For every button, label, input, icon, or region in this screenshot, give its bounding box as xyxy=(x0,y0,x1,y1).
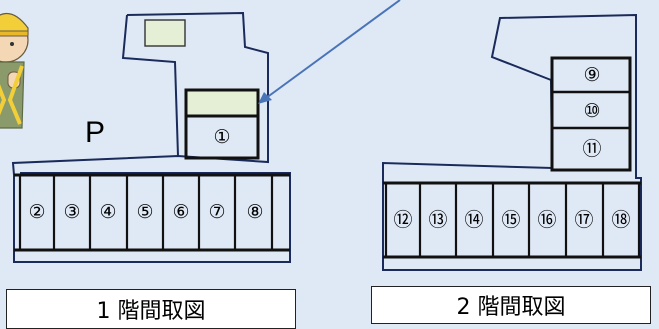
floor1-parking-dividers xyxy=(18,175,274,250)
parking-space: ③ xyxy=(63,201,80,223)
pointer-arrow xyxy=(258,0,401,104)
parking-space: ⑰ xyxy=(574,209,593,231)
floor2-outline xyxy=(382,13,642,271)
worker-mascot-icon xyxy=(0,12,29,129)
parking-space: ⑱ xyxy=(611,209,630,231)
parking-space: ② xyxy=(28,201,45,223)
floor1-outline xyxy=(11,11,291,263)
floor1-plan: P ① ② ③ ④ ⑤ ⑥ ⑦ ⑧ xyxy=(11,11,291,263)
parking-space: ⑦ xyxy=(208,201,225,223)
parking-space: ⑥ xyxy=(172,201,189,223)
floor2-plan: ⑨ ⑩ ⑪ ⑫ ⑬ ⑭ ⑮ ⑯ ⑰ ⑱ xyxy=(382,13,642,271)
parking-space: ⑫ xyxy=(393,209,412,231)
floor2-parking-dividers xyxy=(384,183,641,257)
room-1-label: ① xyxy=(213,126,230,148)
floor2-caption: 2 階間取図 xyxy=(371,286,651,324)
floor1-room-1 xyxy=(184,114,260,160)
parking-label: P xyxy=(85,116,105,149)
parking-space: ⑧ xyxy=(246,201,263,223)
parking-space: ⑮ xyxy=(501,209,520,231)
floor1-caption: 1 階間取図 xyxy=(6,289,296,329)
room-stack-label: ⑩ xyxy=(583,100,600,122)
parking-space: ⑭ xyxy=(464,209,483,231)
room-stack-label: ⑪ xyxy=(582,138,601,160)
parking-space: ⑯ xyxy=(537,209,556,231)
room-stack-label: ⑨ xyxy=(583,64,600,86)
parking-space: ④ xyxy=(99,201,116,223)
floor1-highlight-room xyxy=(184,88,260,118)
floor1-small-green-room xyxy=(144,19,186,47)
parking-space: ⑬ xyxy=(428,209,447,231)
parking-space: ⑤ xyxy=(136,201,153,223)
